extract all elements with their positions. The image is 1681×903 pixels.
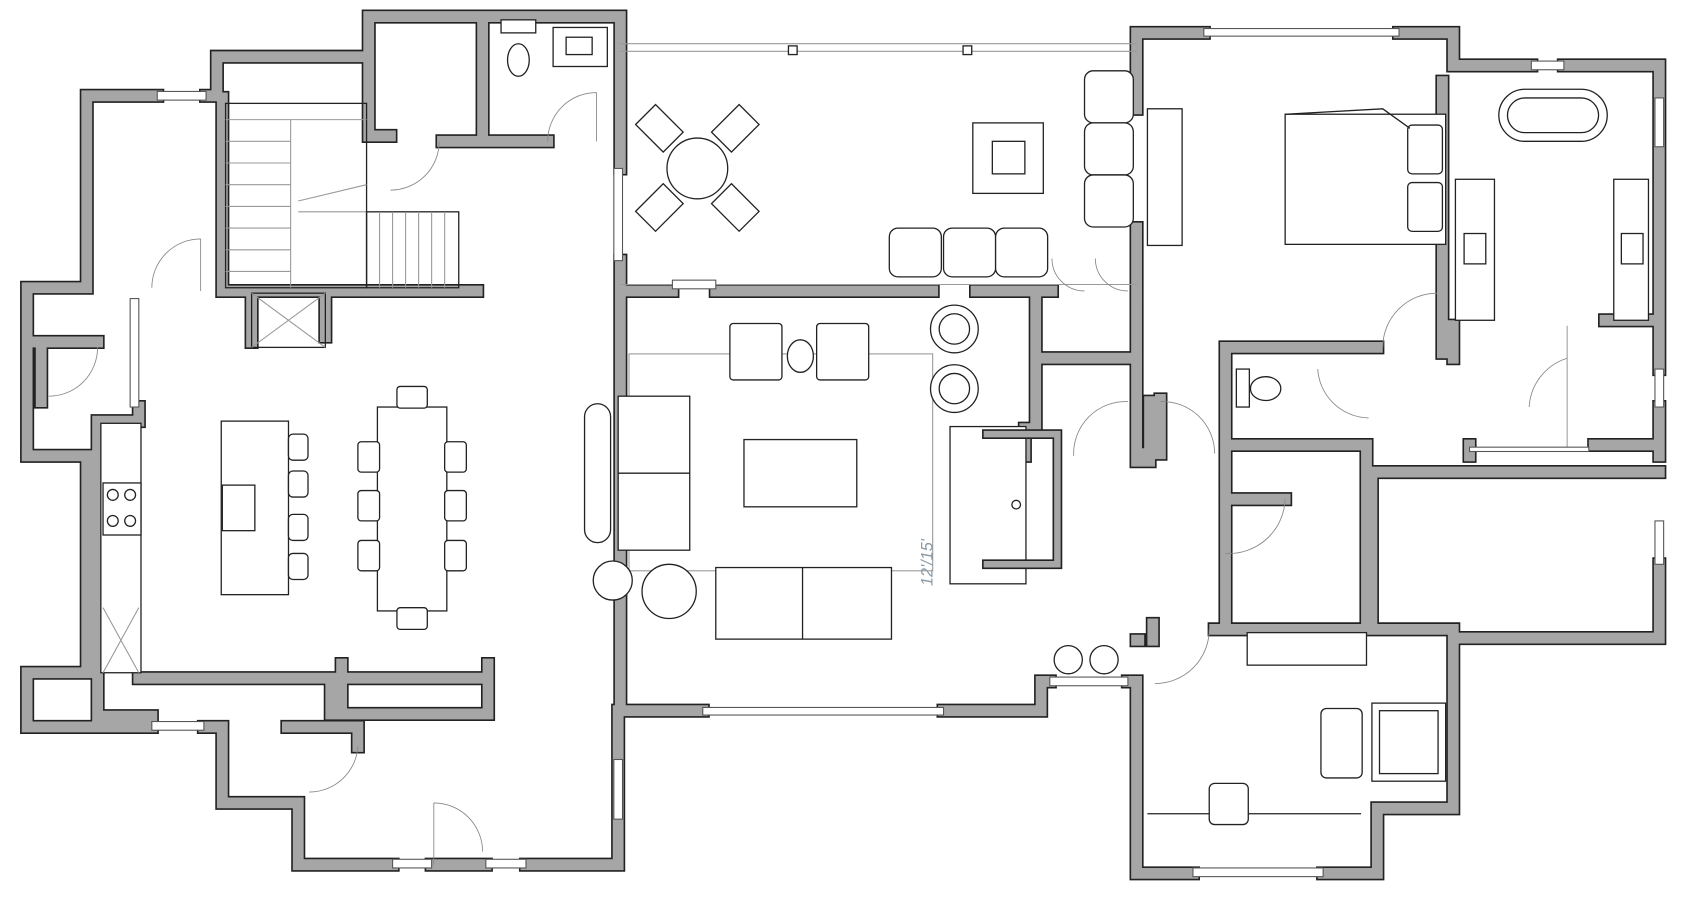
powder-room-fixtures	[500, 19, 608, 77]
outdoor-dining-set	[634, 103, 1044, 233]
study	[1147, 631, 1447, 826]
doors	[48, 92, 1590, 865]
dining-table	[357, 385, 467, 631]
windows	[129, 27, 1665, 878]
master-bath	[1235, 88, 1650, 408]
staircase	[224, 102, 460, 349]
kitchen	[100, 420, 309, 674]
master-bedroom	[1284, 108, 1447, 246]
fireplace	[949, 425, 1119, 675]
outdoor-lounge-chairs	[888, 70, 1183, 278]
living-room: 12'/15'	[583, 304, 979, 640]
rug-dimension-label: 12'/15'	[919, 538, 937, 586]
